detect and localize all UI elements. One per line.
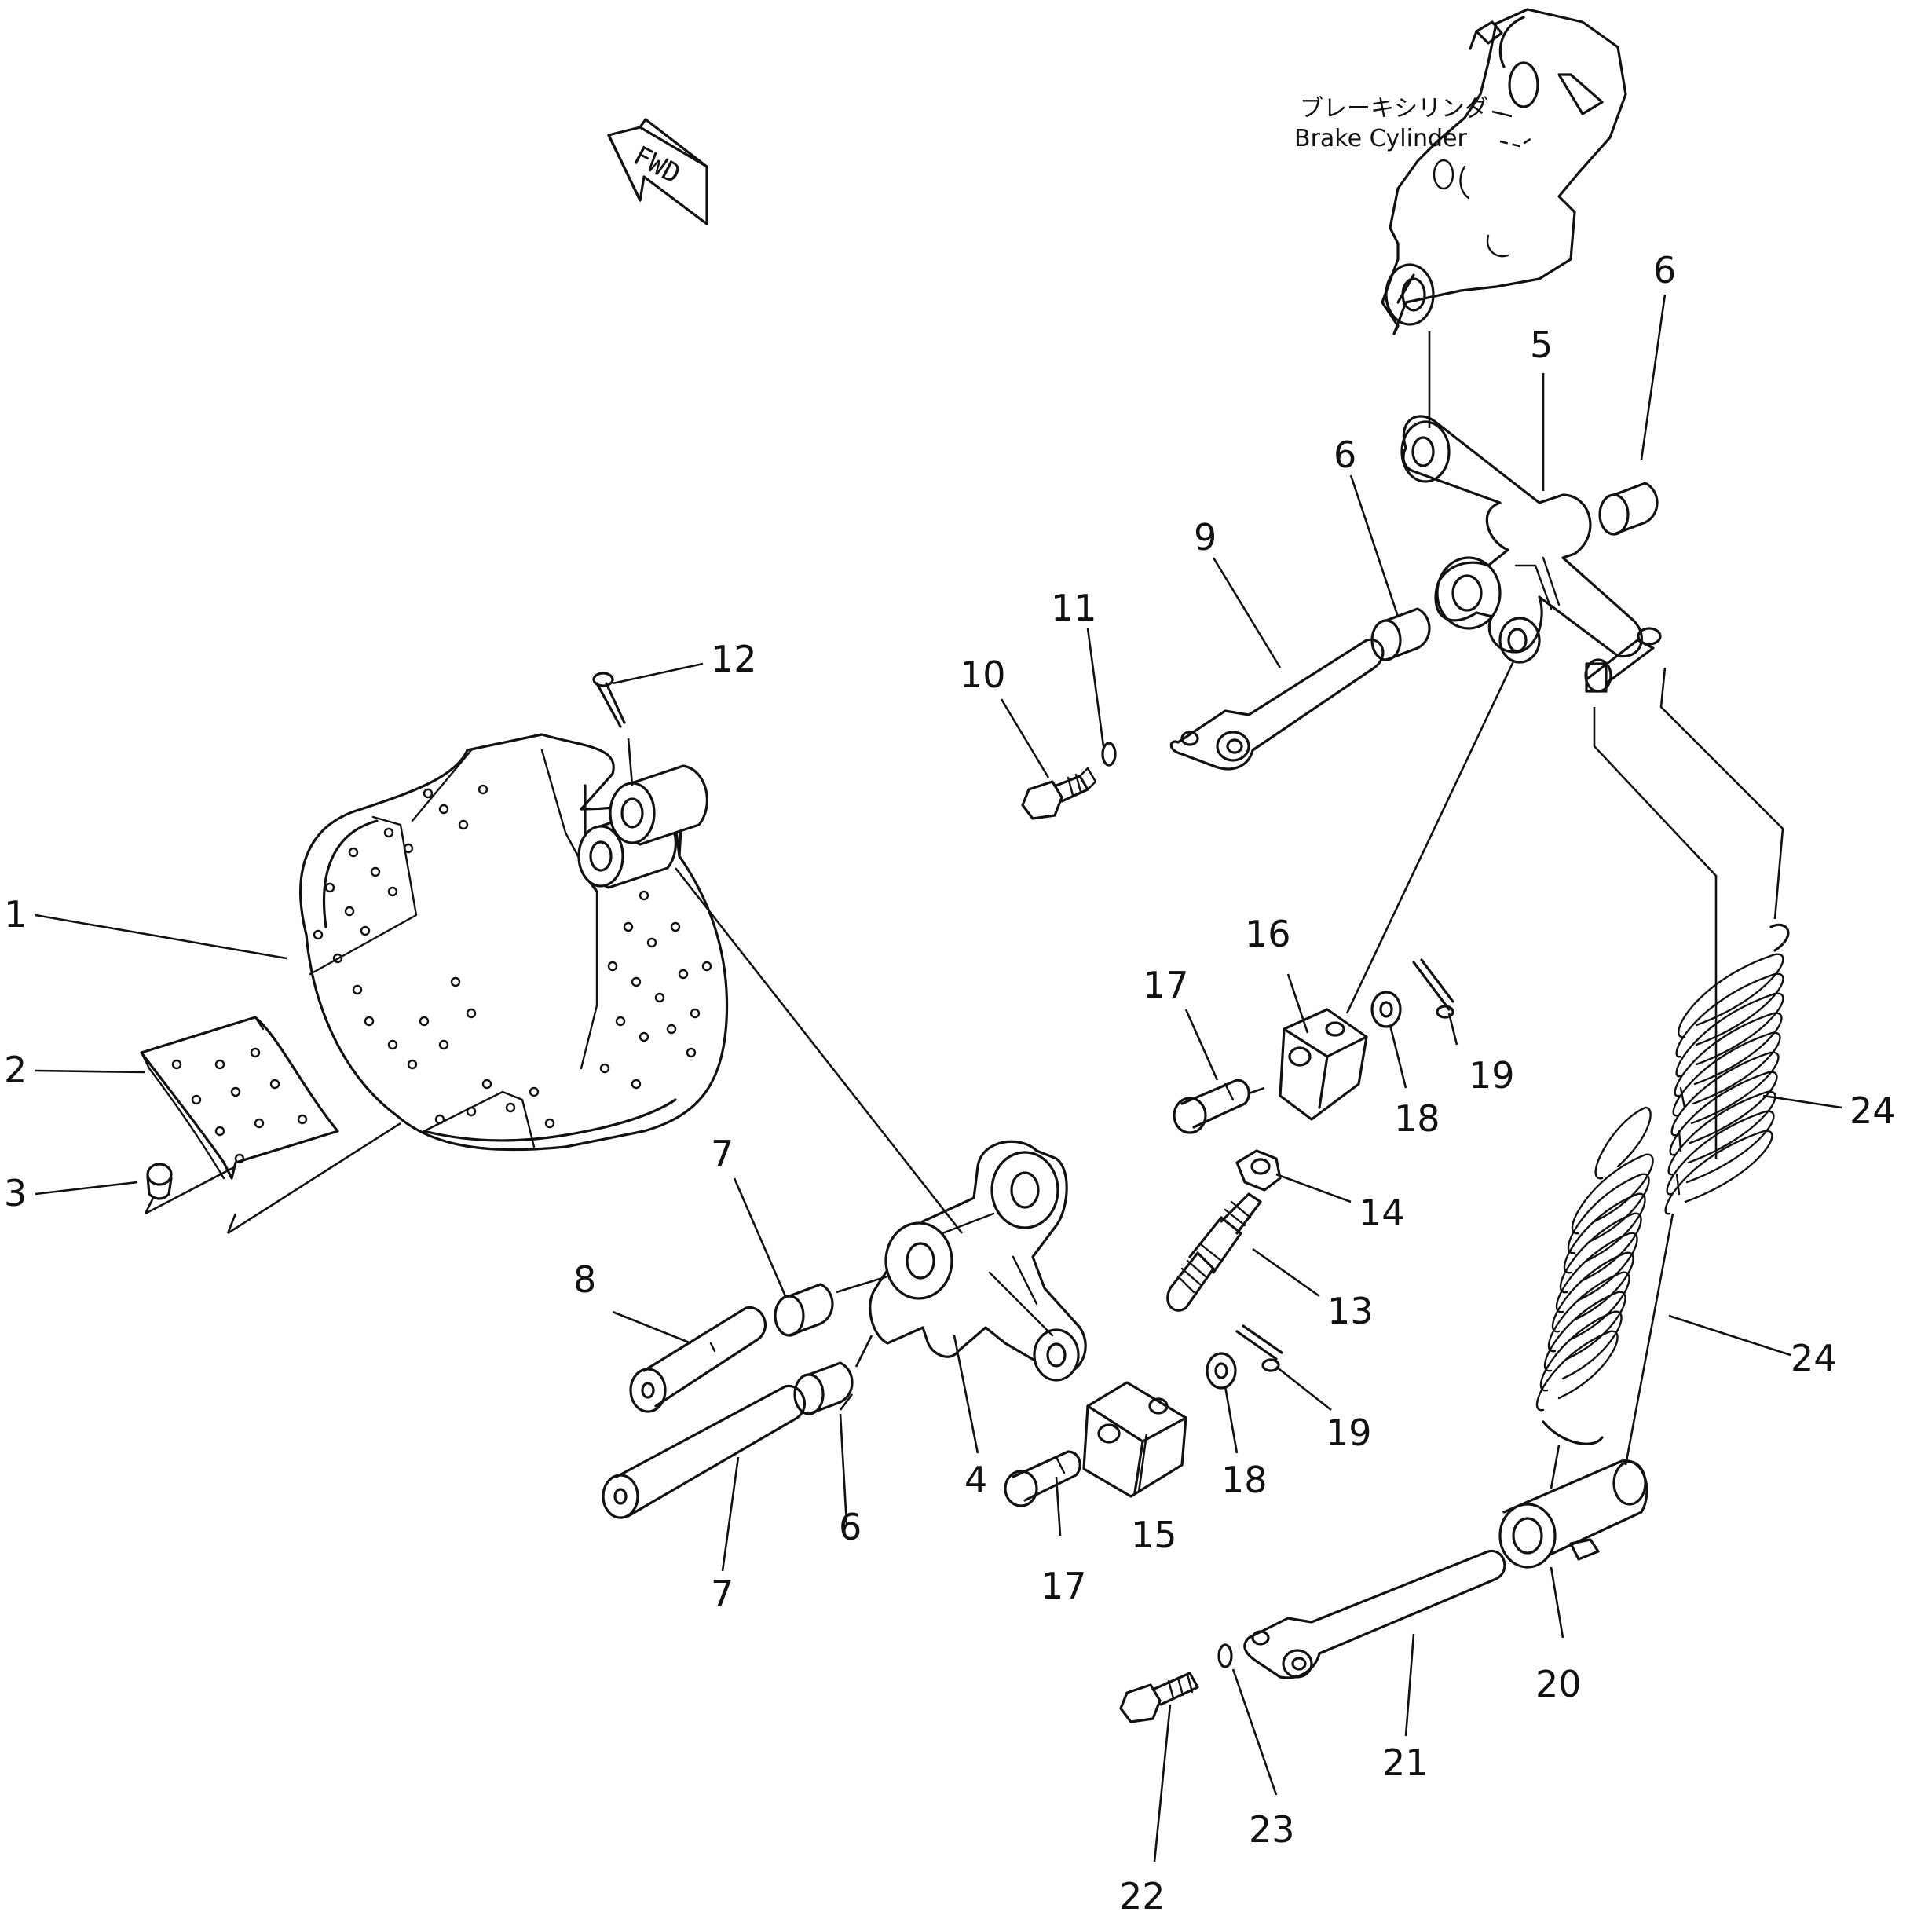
bracket-20: [1498, 1459, 1648, 1569]
bolt-22: [1119, 1672, 1199, 1723]
bolt-10: [1021, 767, 1097, 820]
spring-24-right: [1664, 923, 1790, 1215]
nut-14: [1235, 1149, 1282, 1192]
brake-cylinder-label-en: Brake Cylinder: [1294, 125, 1467, 152]
cotter-pin-19-lower: [1235, 1324, 1283, 1372]
callout-8: 8: [573, 1258, 596, 1301]
callout-2: 2: [4, 1049, 27, 1091]
callout-3: 3: [4, 1172, 27, 1214]
washer-23: [1217, 1643, 1233, 1668]
lever-to-spring-line-a: [1593, 707, 1718, 1159]
callout-23: 23: [1249, 1808, 1295, 1851]
adjust-bolt-13: [1166, 1192, 1262, 1312]
washer-11: [1101, 742, 1117, 767]
pin-21: [1243, 1549, 1506, 1679]
washer-18-lower: [1206, 1352, 1237, 1390]
callout-1: 1: [4, 893, 27, 936]
callout-22: 22: [1119, 1875, 1165, 1917]
callout-18: 18: [1221, 1459, 1268, 1501]
callout-21: 21: [1382, 1741, 1429, 1784]
callout-18: 18: [1394, 1097, 1440, 1140]
pin-17-upper: [1173, 1079, 1265, 1134]
leader-lines: [35, 294, 1842, 1862]
spring-24-left: [1535, 1106, 1654, 1445]
callout-13: 13: [1327, 1290, 1374, 1332]
callout-7: 7: [711, 1133, 734, 1175]
callout-14: 14: [1359, 1192, 1405, 1234]
block16-to-lever-line: [1345, 659, 1516, 1014]
callout-9: 9: [1194, 516, 1217, 558]
callout-19: 19: [1326, 1412, 1372, 1454]
spring-to-bracket-line-a: [1550, 1445, 1561, 1489]
fwd-arrow: FWD: [607, 118, 708, 225]
brake-cylinder-label: ブレーキシリンダ Brake Cylinder: [1294, 95, 1532, 152]
callout-10: 10: [960, 654, 1006, 696]
callout-19: 19: [1469, 1054, 1515, 1097]
callout-17: 17: [1041, 1565, 1087, 1607]
pin-8: [629, 1306, 767, 1413]
band-rivets: [313, 784, 712, 1129]
callout-labels: 1 2 3 4 5 6 6 6 7 7 8 9 10 11 12 13 14 1…: [4, 249, 1896, 1917]
brake-cylinder: [1381, 8, 1627, 335]
callout-20: 20: [1535, 1663, 1582, 1705]
callout-16: 16: [1245, 913, 1291, 955]
block-16: [1279, 1008, 1368, 1121]
callout-17: 17: [1143, 964, 1189, 1006]
callout-15: 15: [1131, 1514, 1177, 1556]
callout-24: 24: [1850, 1090, 1896, 1132]
spring-to-bracket-line-b: [1624, 1213, 1674, 1466]
callout-6: 6: [1334, 434, 1356, 476]
lever-5: [1400, 415, 1662, 693]
lever-to-spring-line-b: [1659, 667, 1784, 920]
bushing-7: [774, 1275, 888, 1337]
lever-4: [869, 1140, 1087, 1382]
lining-2: [140, 1016, 339, 1180]
callout-4: 4: [964, 1459, 987, 1501]
callout-11: 11: [1051, 587, 1097, 629]
pin-9: [1169, 638, 1385, 771]
callout-5: 5: [1530, 324, 1553, 366]
pin-7-long: [602, 1384, 807, 1519]
band-to-lever-line: [674, 867, 964, 1234]
brake-cylinder-label-jp: ブレーキシリンダ: [1300, 95, 1488, 123]
rivet-3: [144, 1122, 401, 1235]
callout-12: 12: [711, 638, 757, 680]
block-15: [1082, 1381, 1187, 1498]
callout-7: 7: [711, 1573, 734, 1615]
brake-band-1: [299, 733, 729, 1152]
bushing-6-upper: [1598, 482, 1659, 536]
callout-24: 24: [1791, 1337, 1837, 1379]
callout-6: 6: [1653, 249, 1676, 291]
cotter-pin-12: [592, 672, 634, 786]
pin-17-lower: [1004, 1450, 1081, 1507]
callout-6: 6: [839, 1506, 862, 1548]
bushing-6-mid: [1370, 607, 1431, 661]
cotter-pin-19-upper: [1412, 958, 1454, 1019]
washer-18-upper: [1370, 991, 1402, 1028]
bushing-6-lower: [793, 1335, 873, 1415]
